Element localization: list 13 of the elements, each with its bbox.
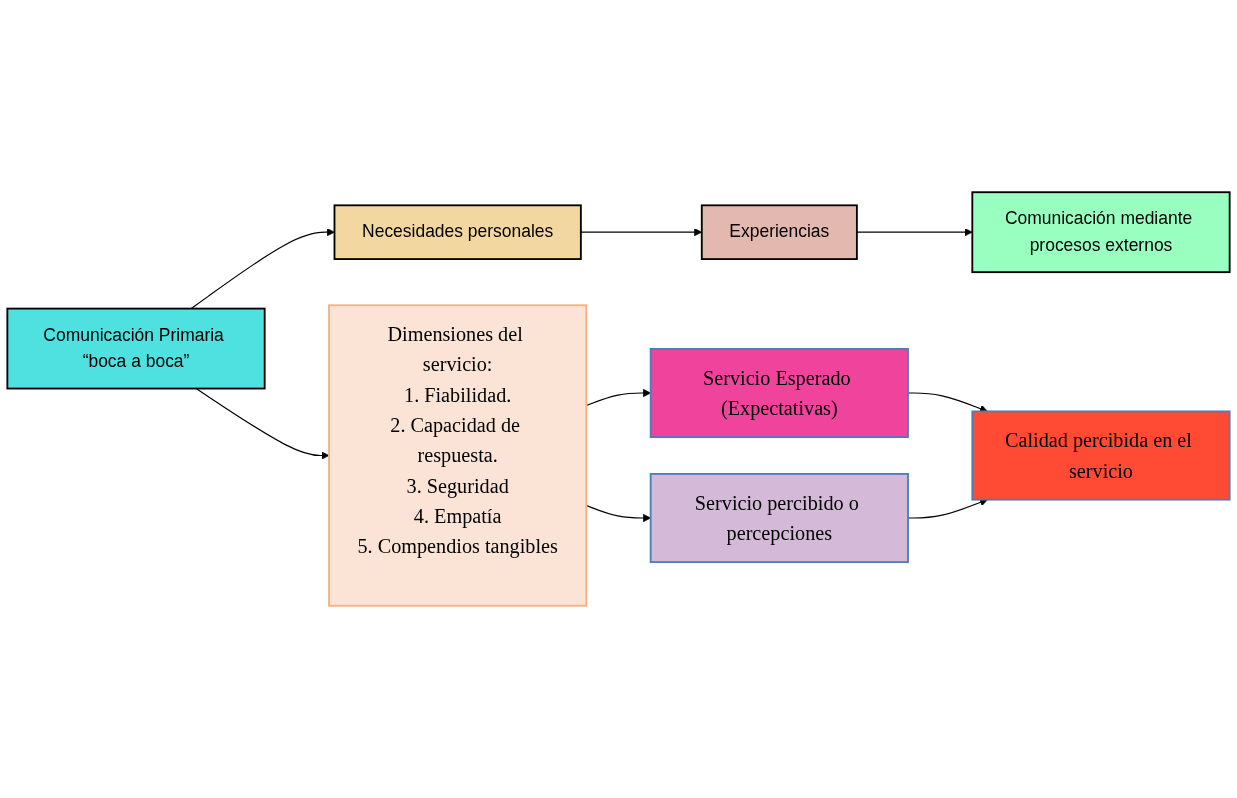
node-box: Comunicación Primaria “boca a boca” (6, 307, 266, 390)
arrow (190, 228, 335, 310)
node-box: Experiencias (700, 204, 858, 260)
node-box: Comunicación mediante procesos externos (971, 191, 1231, 274)
arrow (907, 392, 988, 413)
arrow (907, 498, 988, 519)
node-box: Calidad percibida en el servicio (971, 410, 1231, 501)
arrow (856, 228, 973, 237)
node-box: Necesidades personales (333, 204, 582, 260)
node-box: Dimensiones del servicio: 1. Fiabilidad. 2. Capacidad de respuesta. 3. Seguridad 4. Empatía 5. Compendios tangibles (328, 304, 588, 607)
node-box: Servicio percibido o percepciones (649, 472, 909, 564)
node-box: Servicio Esperado (Expectativas) (649, 348, 909, 439)
arrow (195, 387, 330, 460)
